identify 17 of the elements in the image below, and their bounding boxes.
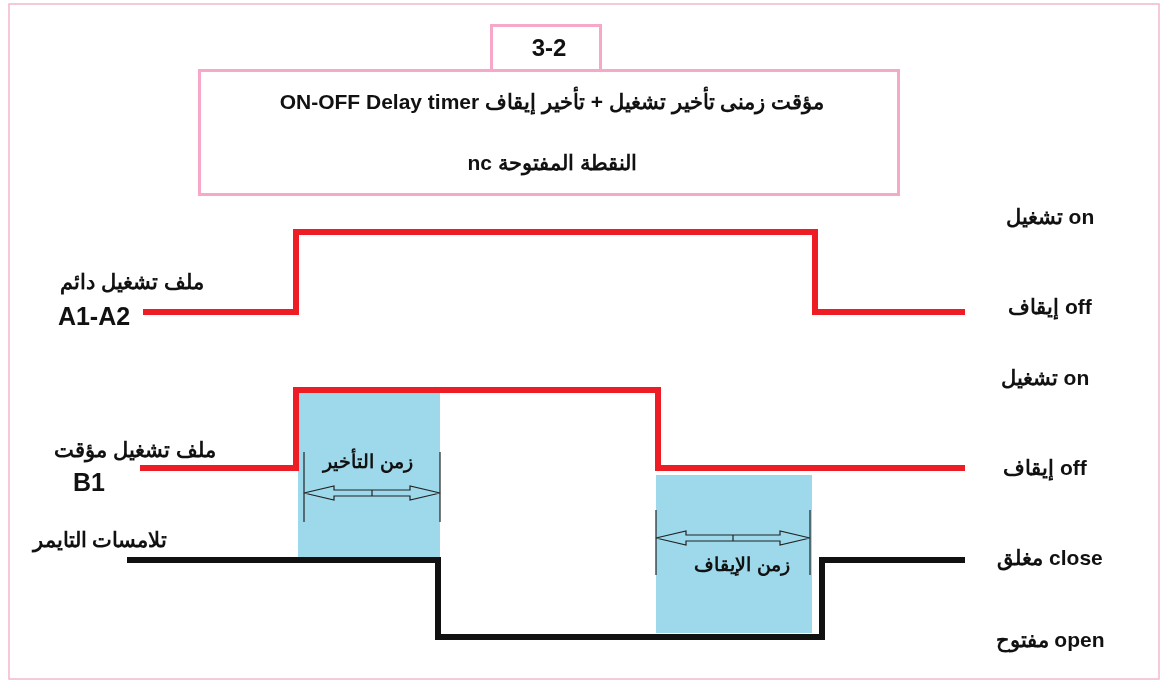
title-box — [198, 69, 900, 196]
period-label: زمن التأخير — [323, 450, 413, 474]
title-text: النقطة المفتوحة nc — [467, 150, 637, 176]
state-label: إيقاف off — [1003, 455, 1087, 481]
signal-label: A1-A2 — [57, 301, 131, 331]
state-label: تشغيل on — [1005, 204, 1095, 230]
signal-label: ملف تشغيل مؤقت — [54, 437, 216, 463]
state-label: مفتوح open — [995, 627, 1105, 653]
signal-label: تلامسات التايمر — [32, 527, 168, 553]
state-label: تشغيل on — [1000, 365, 1090, 391]
figure-number: 3-2 — [531, 33, 567, 63]
state-label: مغلق close — [997, 545, 1103, 571]
number-box — [490, 24, 602, 72]
state-label: إيقاف off — [1008, 294, 1092, 320]
period-label: زمن الإيقاف — [694, 553, 790, 577]
signal-label: ملف تشغيل دائم — [60, 269, 204, 295]
signal-label: B1 — [73, 467, 105, 497]
